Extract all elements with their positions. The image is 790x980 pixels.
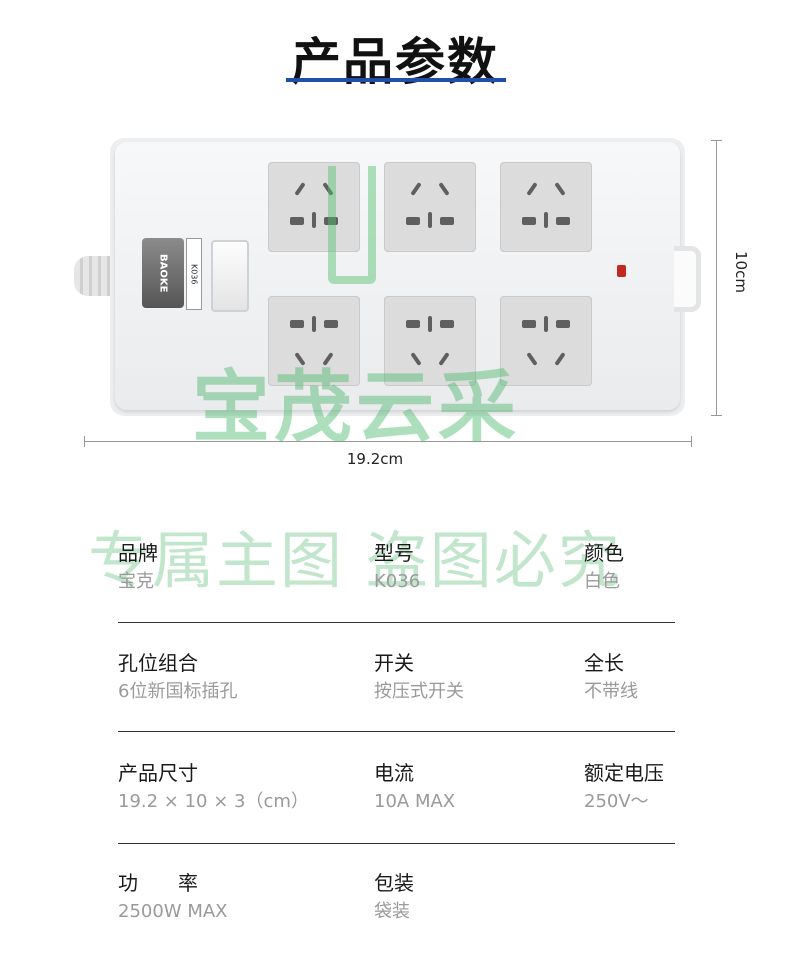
spec-cell-power: 功 率 2500W MAX <box>118 870 228 925</box>
spec-divider <box>118 622 675 623</box>
spec-cell-switch: 开关 按压式开关 <box>374 650 464 705</box>
indicator-light <box>617 265 626 277</box>
width-dimension-end <box>691 436 692 447</box>
spec-divider <box>118 731 675 732</box>
spec-row: 孔位组合 6位新国标插孔 开关 按压式开关 全长 不带线 <box>118 650 675 760</box>
spec-cell-size: 产品尺寸 19.2 × 10 × 3（cm） <box>118 760 309 815</box>
spec-cell-packaging: 包装 袋装 <box>374 870 414 925</box>
brand-logo: BAOKE <box>142 238 184 308</box>
power-switch <box>211 240 249 312</box>
page-title: 产品参数 <box>291 33 499 91</box>
spec-cell-voltage: 额定电压 250V～ <box>584 760 664 815</box>
height-dimension-line <box>716 140 717 416</box>
spec-row: 功 率 2500W MAX 包装 袋装 <box>118 870 675 980</box>
height-dimension-end <box>711 415 722 416</box>
spec-divider <box>118 843 675 844</box>
spec-label: 开关 <box>374 651 414 675</box>
spec-label: 型号 <box>374 541 414 565</box>
spec-cell-brand: 品牌 宝克 <box>118 540 158 595</box>
spec-label: 包装 <box>374 871 414 895</box>
spec-label: 产品尺寸 <box>118 761 198 785</box>
spec-row: 产品尺寸 19.2 × 10 × 3（cm） 电流 10A MAX 额定电压 2… <box>118 760 675 870</box>
spec-label: 颜色 <box>584 541 624 565</box>
spec-value: 6位新国标插孔 <box>118 681 238 702</box>
watermark-brand: 宝茂云采 <box>192 363 521 453</box>
spec-cell-color: 颜色 白色 <box>584 540 624 595</box>
spec-value: 袋装 <box>374 901 410 922</box>
hanging-hook <box>674 246 701 312</box>
socket-bottom-2 <box>384 296 476 386</box>
socket-top-3 <box>500 162 592 252</box>
title-underline <box>286 78 506 82</box>
width-dimension-start <box>84 436 85 447</box>
spec-value: 宝克 <box>118 571 154 592</box>
height-dimension-start <box>711 140 722 141</box>
spec-label: 额定电压 <box>584 761 664 785</box>
spec-label: 电流 <box>374 761 414 785</box>
socket-bottom-3 <box>500 296 592 386</box>
socket-top-2 <box>384 162 476 252</box>
product-image: BAOKE K036 <box>60 130 760 480</box>
spec-value: 按压式开关 <box>374 681 464 702</box>
watermark-notice: 专属主图 盗图必究 <box>88 524 622 597</box>
spec-value: 250V～ <box>584 791 649 812</box>
spec-value: 10A MAX <box>374 791 456 812</box>
spec-label: 功 率 <box>118 871 198 895</box>
socket-bottom-1 <box>268 296 360 386</box>
spec-cell-length: 全长 不带线 <box>584 650 638 705</box>
spec-label: 品牌 <box>118 541 158 565</box>
spec-row: 品牌 宝克 型号 K036 颜色 白色 <box>118 540 675 650</box>
spec-label: 孔位组合 <box>118 651 198 675</box>
spec-value: 19.2 × 10 × 3（cm） <box>118 791 309 812</box>
spec-value: 不带线 <box>584 681 638 702</box>
height-dimension-label: 10cm <box>732 251 750 293</box>
spec-value: K036 <box>374 571 421 592</box>
spec-value: 2500W MAX <box>118 901 228 922</box>
watermark-logo-icon <box>328 166 376 284</box>
spec-label: 全长 <box>584 651 624 675</box>
model-sticker: K036 <box>186 238 202 310</box>
width-dimension-label: 19.2cm <box>346 450 404 468</box>
spec-value: 白色 <box>584 571 620 592</box>
spec-cell-model: 型号 K036 <box>374 540 420 595</box>
width-dimension-line <box>84 441 692 442</box>
spec-cell-outlets: 孔位组合 6位新国标插孔 <box>118 650 237 705</box>
spec-cell-current: 电流 10A MAX <box>374 760 455 815</box>
socket-top-1 <box>268 162 360 252</box>
